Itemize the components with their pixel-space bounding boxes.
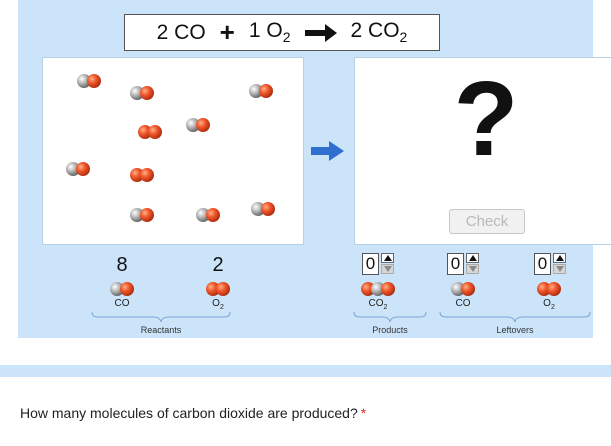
product-box: ? Check [354, 57, 611, 245]
o2-molecule-icon [206, 282, 230, 296]
o2-molecule-icon [138, 125, 162, 139]
up-arrow-icon[interactable] [381, 253, 394, 263]
co-molecule-icon [196, 208, 220, 222]
question-mark: ? [453, 60, 519, 178]
products-brace [353, 311, 427, 323]
chemical-equation: 2 CO + 1 O2 2 CO2 [124, 14, 440, 51]
simulation-area: 2 CO + 1 O2 2 CO2 ? Check 8 CO 2 O2 Reac… [18, 0, 611, 338]
co-count: 8 [116, 254, 128, 276]
co-molecule-icon [451, 282, 475, 296]
co2-label: CO2 [368, 298, 388, 311]
co2-molecule-icon [361, 282, 395, 296]
co-molecule-icon [66, 162, 90, 176]
co-molecule-icon [130, 86, 154, 100]
equation-arrow-icon [303, 23, 339, 43]
reaction-arrow-icon [311, 141, 344, 161]
leftover-co-label: CO [455, 298, 471, 309]
products-co2-spinner: 0 [362, 253, 394, 275]
co-molecule-icon [110, 282, 134, 296]
leftover-co-spinner: 0 [447, 253, 479, 275]
leftover-co-value[interactable]: 0 [447, 253, 464, 275]
question-text: How many molecules of carbon dioxide are… [20, 405, 367, 421]
co-molecule-icon [249, 84, 273, 98]
down-arrow-icon[interactable] [553, 264, 566, 274]
o2-count: 2 [212, 254, 224, 276]
required-marker: * [360, 405, 367, 421]
leftover-o2-spinner: 0 [534, 253, 566, 275]
reactant-box [42, 57, 304, 245]
reactants-group-label: Reactants [140, 325, 182, 335]
equation-plus: + [219, 17, 235, 47]
equation-reactant-co: 2 CO [156, 20, 206, 44]
leftover-o2-label: O2 [543, 298, 555, 311]
co-molecule-icon [251, 202, 275, 216]
co-molecule-icon [130, 208, 154, 222]
co-label: CO [114, 298, 130, 309]
leftovers-brace [439, 311, 591, 323]
check-button[interactable]: Check [449, 209, 525, 234]
reactants-brace [91, 311, 231, 323]
up-arrow-icon[interactable] [553, 253, 566, 263]
co-molecule-icon [77, 74, 101, 88]
leftovers-group-label: Leftovers [496, 325, 534, 335]
equation-reactant-o2: 1 O2 [248, 19, 291, 46]
equation-product-co2: 2 CO2 [350, 19, 408, 46]
o2-label: O2 [212, 298, 224, 311]
products-group-label: Products [372, 325, 408, 335]
up-arrow-icon[interactable] [466, 253, 479, 263]
o2-molecule-icon [537, 282, 561, 296]
products-co2-value[interactable]: 0 [362, 253, 379, 275]
o2-molecule-icon [130, 168, 154, 182]
down-arrow-icon[interactable] [381, 264, 394, 274]
down-arrow-icon[interactable] [466, 264, 479, 274]
leftover-o2-value[interactable]: 0 [534, 253, 551, 275]
section-divider [0, 365, 611, 377]
co-molecule-icon [186, 118, 210, 132]
